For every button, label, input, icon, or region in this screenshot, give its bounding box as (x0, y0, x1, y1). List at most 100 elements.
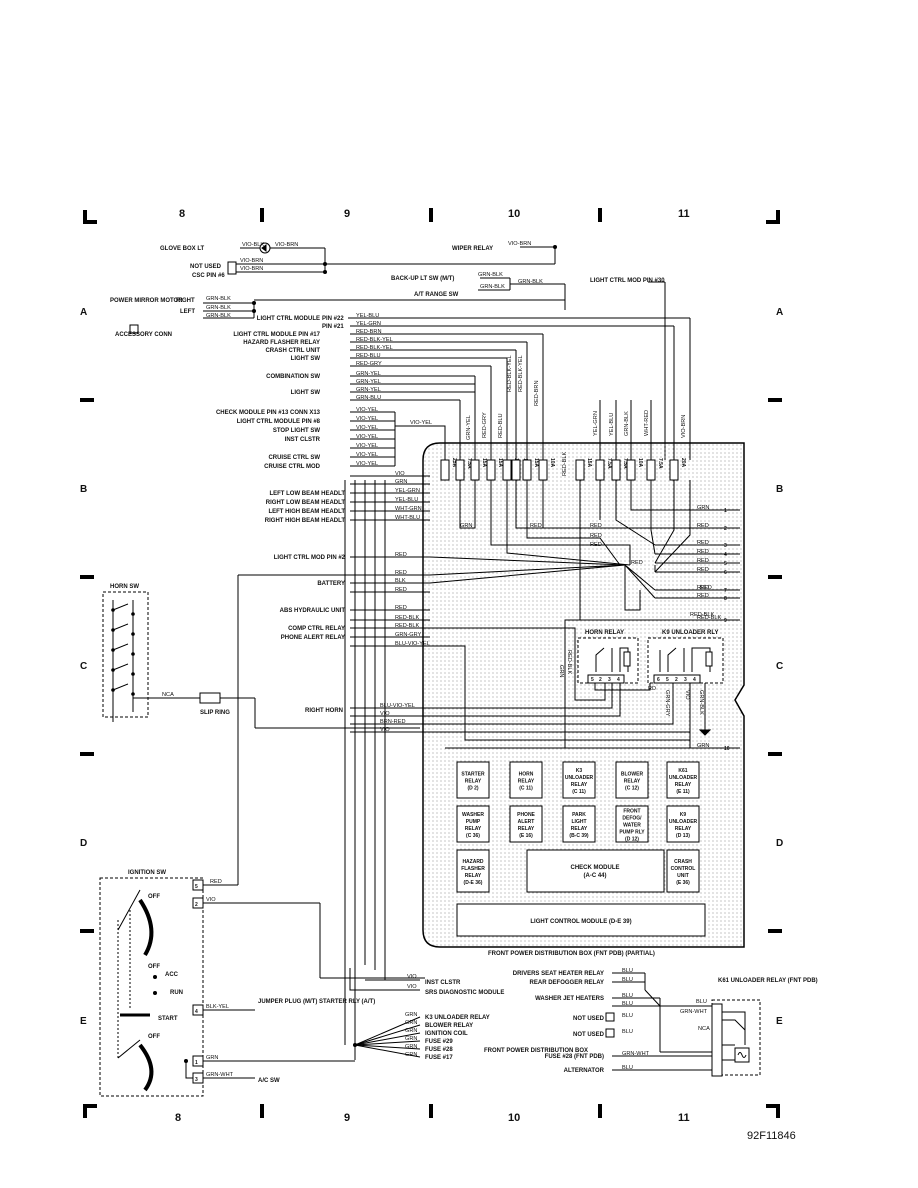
horn-relay-label: HORN RELAY (585, 630, 624, 636)
wire-label: GRN (697, 505, 709, 511)
wire-label: RED-BLK-YEL (507, 355, 513, 392)
relay-text: LIGHT (572, 819, 587, 825)
wire-label: RED-GRY (482, 412, 488, 438)
wire-label: RED-BRN (534, 381, 540, 406)
pin-label: PIN #21 (322, 324, 344, 330)
left-connector-label: HAZARD FLASHER RELAY (243, 340, 320, 346)
relay-box (666, 805, 700, 843)
wire-label: RED (210, 879, 222, 885)
wire-label: BLU-VIO-YEL (380, 703, 415, 709)
wire-label: GRN (405, 1044, 417, 1050)
relay-text: K61 (678, 768, 687, 774)
grn-destination: FUSE #28 (425, 1047, 453, 1053)
slip-ring (199, 692, 221, 704)
connector-block (227, 261, 237, 275)
ign-position: START (158, 1016, 178, 1022)
wire-label: GRN (405, 1036, 417, 1042)
mirror-left-label: LEFT (180, 309, 195, 315)
row-label: C (80, 661, 87, 672)
relay-text: (D 2) (467, 786, 478, 792)
wire-label: VIO-BLK (242, 242, 264, 248)
ign-position: OFF (148, 894, 160, 900)
grn-destination: K3 UNLOADER RELAY (425, 1015, 490, 1021)
wire-label: YEL-GRN (593, 411, 599, 436)
wire-label: YEL-BLU (356, 313, 379, 319)
wire-label: GRN (460, 523, 472, 529)
wire-label: BLU (622, 1029, 633, 1035)
relay-pin: 5 (666, 677, 669, 683)
headlight-label: LEFT LOW BEAM HEADLT (269, 491, 345, 497)
ign-position: OFF (148, 964, 160, 970)
relay-text: HORN (519, 772, 534, 778)
relay-text: UNLOADER (669, 819, 698, 825)
column-label: 8 (175, 1112, 181, 1124)
grn-destination: FUSE #29 (425, 1039, 453, 1045)
wire-label: GRN (206, 1055, 218, 1061)
power-distribution-box (422, 442, 745, 948)
wire-label: GRN-YEL (466, 415, 472, 440)
headlight-label: RIGHT LOW BEAM HEADLT (266, 500, 346, 506)
relay-pin: 4 (693, 677, 696, 683)
wire-label: BLK (395, 578, 406, 584)
wire-label: RED (697, 593, 709, 599)
wire-label: VIO-YEL (356, 452, 378, 458)
relay-pin: 2 (675, 677, 678, 683)
grn-wire (354, 1024, 421, 1046)
wire-label: GRN (558, 665, 564, 677)
relay-text: RELAY (465, 779, 482, 785)
wire-label: RED (700, 585, 712, 591)
headlight-label: RIGHT HIGH BEAM HEADLT (265, 518, 346, 524)
relay-box (666, 761, 700, 799)
relay-text: K9 (680, 812, 687, 818)
grn-wire (354, 1044, 421, 1050)
ign-pin: 1 (195, 1060, 198, 1066)
relay-text: RELAY (675, 826, 692, 832)
wire-label: VIO (407, 974, 417, 980)
not-used-terminal (605, 1012, 615, 1022)
wire-label: RED-BLK (395, 615, 420, 621)
relay-text: CRASH (674, 859, 692, 865)
grn-wire (354, 1032, 421, 1046)
relay-text: RELAY (465, 873, 482, 879)
row-label: A (80, 307, 87, 318)
wire-label: VIO-YEL (356, 416, 378, 422)
wire-label: RED (590, 523, 602, 529)
pdb-internal-wiring (237, 317, 740, 1060)
left-connector-label: LIGHT CTRL MODULE (257, 316, 320, 322)
fuse-rating: 7.5A (466, 458, 472, 469)
fuse-rating: 10A (637, 458, 643, 468)
csc-pin-label: CSC PIN #6 (192, 273, 225, 279)
relay-box (562, 761, 596, 799)
relay-box (615, 761, 649, 799)
wire-label: RED (590, 533, 602, 539)
relay-text: RELAY (624, 779, 641, 785)
fuse (455, 459, 465, 481)
wire-label: GRN-GRY (395, 632, 422, 638)
relay-box (562, 805, 596, 843)
wire-label: RED-BLK (562, 451, 568, 476)
wire-number: 3 (724, 543, 727, 549)
relay-text: RELAY (571, 826, 588, 832)
relay-box (456, 805, 490, 843)
wire-label: RED-BLK-YEL (518, 355, 524, 392)
relay-text: UNIT (677, 873, 689, 879)
k61-connector-label: NOT USED (573, 1032, 605, 1038)
wire-label: RED-BLU (356, 353, 381, 359)
wire-number: 5 (724, 561, 727, 567)
pin-label: PIN #22 (322, 316, 344, 322)
relay-text: ALERT (518, 819, 535, 825)
left-connector-label: INST CLSTR (285, 437, 321, 443)
wire-label: RED (395, 605, 407, 611)
ign-position: RUN (170, 990, 183, 996)
wire-label: BLU (622, 1013, 633, 1019)
k61-connector-label: DRIVERS SEAT HEATER RELAY (513, 971, 604, 977)
grn-wire (354, 1044, 421, 1058)
relay-text: RELAY (465, 826, 482, 832)
fuse-rating: 15A (497, 458, 503, 468)
k61-connector-label: ALTERNATOR (564, 1068, 605, 1074)
figure-id: 92F11846 (747, 1130, 796, 1142)
wire-label: VIO-BRN (508, 241, 531, 247)
row-label: E (80, 1016, 87, 1027)
